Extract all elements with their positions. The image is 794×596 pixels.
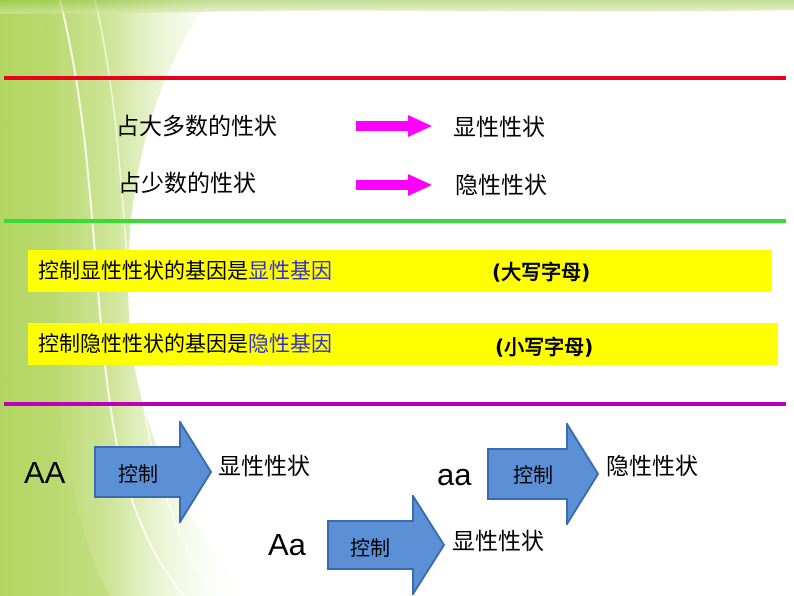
recessive-gene-box: 控制隐性性状的基因是隐性基因 (小写字母) <box>28 323 778 365</box>
magenta-arrow-icon <box>356 115 432 137</box>
recessive-gene-prefix: 控制隐性性状的基因是 <box>38 332 248 356</box>
control-arrow-label: 控制 <box>513 463 553 487</box>
control-arrow-icon <box>94 421 212 523</box>
control-arrow-label: 控制 <box>350 536 390 560</box>
green-divider <box>4 219 786 223</box>
uppercase-note: (大写字母) <box>492 260 591 284</box>
AA-trait-label: 显性性状 <box>218 454 310 480</box>
majority-trait-label: 占大多数的性状 <box>116 114 277 140</box>
control-arrow-icon <box>487 423 599 525</box>
aa-trait-label: 隐性性状 <box>606 454 698 480</box>
dominant-gene-statement: 控制显性性状的基因是显性基因 <box>38 261 332 282</box>
dominant-gene-term: 显性基因 <box>248 259 332 283</box>
genotype-Aa: Aa <box>268 527 306 562</box>
genotype-AA: AA <box>24 455 66 490</box>
purple-divider <box>4 402 786 406</box>
recessive-gene-term: 隐性基因 <box>248 332 332 356</box>
dominant-trait-label: 显性性状 <box>453 115 545 141</box>
genotype-aa: aa <box>437 457 472 492</box>
control-arrow-icon <box>327 495 445 595</box>
control-arrow-label: 控制 <box>118 462 158 486</box>
recessive-trait-label: 隐性性状 <box>455 173 547 199</box>
recessive-gene-statement: 控制隐性性状的基因是隐性基因 <box>38 334 332 355</box>
dominant-gene-box: 控制显性性状的基因是显性基因 (大写字母) <box>28 250 772 292</box>
lowercase-note: (小写字母) <box>495 335 594 359</box>
red-divider <box>4 76 786 80</box>
Aa-trait-label: 显性性状 <box>452 529 544 555</box>
minority-trait-label: 占少数的性状 <box>118 171 256 197</box>
magenta-arrow-icon <box>356 174 432 196</box>
dominant-gene-prefix: 控制显性性状的基因是 <box>38 259 248 283</box>
